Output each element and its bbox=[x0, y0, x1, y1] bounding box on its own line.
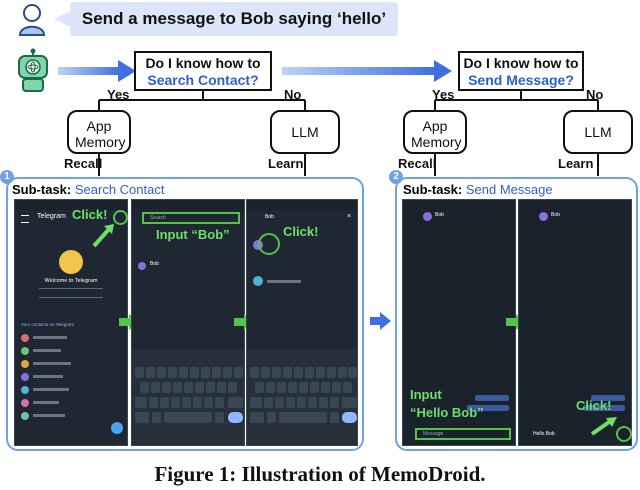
phone-screen-search-results: Bob × bbox=[246, 199, 358, 446]
decision-question: Do I know how to bbox=[463, 55, 579, 71]
subtask-panel-send-message bbox=[395, 177, 638, 451]
contact-name: Bob bbox=[150, 261, 159, 267]
chat-avatar bbox=[423, 212, 432, 221]
app-memory-node-2: App Memory bbox=[403, 110, 467, 154]
search-input[interactable]: Search bbox=[142, 212, 240, 224]
decision-question: Do I know how to bbox=[145, 55, 261, 71]
message-input-field[interactable]: Message bbox=[415, 428, 511, 440]
click-annotation-3: Click! bbox=[576, 398, 612, 413]
phone-screen-chat-draft: Bob Hello Bob bbox=[518, 199, 632, 446]
app-memory-node-1: App Memory bbox=[67, 110, 131, 154]
subtask-prefix: Sub-task: bbox=[403, 182, 463, 197]
contact-avatar bbox=[138, 262, 146, 270]
chat-name: Bob bbox=[551, 212, 560, 218]
llm-node-2: LLM bbox=[563, 110, 633, 154]
subtask-prefix: Sub-task: bbox=[12, 182, 72, 197]
status-bar bbox=[519, 200, 631, 210]
chat-name: Bob bbox=[435, 212, 444, 218]
status-bar bbox=[132, 200, 244, 210]
panel-transition-arrow bbox=[370, 312, 391, 330]
subtask-panel-search-contact bbox=[6, 177, 364, 451]
click-annotation-2: Click! bbox=[283, 224, 319, 239]
llm-label: LLM bbox=[291, 124, 319, 140]
menu-icon[interactable] bbox=[21, 215, 29, 223]
message-bubble bbox=[583, 405, 625, 411]
llm-node-1: LLM bbox=[270, 110, 340, 154]
app-memory-label: App Memory bbox=[75, 118, 126, 150]
prompt-text: Send a message to Bob saying ‘hello’ bbox=[81, 9, 387, 28]
llm-label: LLM bbox=[584, 124, 612, 140]
contacts-list bbox=[19, 332, 89, 432]
click-arrow-3 bbox=[590, 417, 617, 436]
welcome-text: Welcome to Telegram bbox=[44, 278, 98, 284]
click-arrow-1 bbox=[92, 224, 114, 248]
input-hello-annotation: Input “Hello Bob” bbox=[410, 386, 484, 422]
search-hint: Search bbox=[150, 215, 166, 221]
status-bar bbox=[403, 200, 515, 210]
decision-box-send-message: Do I know how to Send Message? bbox=[458, 51, 584, 91]
search-query: Bob bbox=[265, 214, 274, 220]
welcome-subtext bbox=[39, 288, 103, 298]
subtask-name: Search Contact bbox=[74, 182, 165, 197]
status-bar bbox=[15, 200, 127, 210]
phone-screen-search: Search Bob bbox=[131, 199, 245, 446]
close-icon[interactable]: × bbox=[347, 213, 352, 220]
arrow-to-decision-1 bbox=[58, 60, 136, 82]
phone-screen-telegram-home: Telegram Welcome to Telegram Your contac… bbox=[14, 199, 128, 446]
prompt-bubble: Send a message to Bob saying ‘hello’ bbox=[54, 2, 398, 36]
chat-avatar bbox=[539, 212, 548, 221]
subtask-title-1: Sub-task: Search Contact bbox=[12, 182, 164, 197]
message-bubble bbox=[591, 395, 625, 401]
subtask-number-badge-1: 1 bbox=[0, 170, 14, 184]
subtask-name: Send Message bbox=[465, 182, 553, 197]
input-bob-annotation: Input “Bob” bbox=[156, 227, 230, 242]
decision-box-search-contact: Do I know how to Search Contact? bbox=[134, 51, 272, 91]
bob-result-highlight[interactable] bbox=[258, 233, 280, 255]
click-annotation-1: Click! bbox=[72, 207, 108, 222]
arrow-to-decision-2 bbox=[282, 60, 452, 82]
subtask-number-badge-2: 2 bbox=[389, 170, 403, 184]
decision-subject: Search Contact? bbox=[147, 72, 259, 88]
edge-recall-2: Recall bbox=[398, 156, 437, 171]
decision-tree-lines bbox=[98, 91, 599, 176]
input-hello-line2: “Hello Bob” bbox=[410, 405, 484, 420]
message-bubble bbox=[467, 405, 509, 411]
subtask-title-2: Sub-task: Send Message bbox=[403, 182, 553, 197]
edge-learn-2: Learn bbox=[558, 156, 594, 171]
search-icon-highlight[interactable] bbox=[113, 210, 128, 225]
edge-learn-1: Learn bbox=[268, 156, 304, 171]
branch-yes-2: Yes bbox=[432, 87, 455, 102]
branch-yes-1: Yes bbox=[107, 87, 130, 102]
branch-no-2: No bbox=[586, 87, 604, 102]
message-hint: Message bbox=[423, 431, 444, 437]
branch-no-1: No bbox=[284, 87, 302, 102]
bubble-tail bbox=[54, 10, 72, 28]
compose-fab[interactable] bbox=[111, 422, 123, 434]
result-line bbox=[267, 280, 301, 283]
phone-screen-chat-empty: Bob Message bbox=[402, 199, 516, 446]
result-avatar-group bbox=[253, 276, 263, 286]
message-bubble bbox=[475, 395, 509, 401]
edge-recall-1: Recall bbox=[64, 156, 103, 171]
draft-text[interactable]: Hello Bob bbox=[533, 431, 555, 437]
input-hello-line1: Input bbox=[410, 387, 442, 402]
robot-agent-icon bbox=[14, 48, 52, 92]
send-button-highlight[interactable] bbox=[616, 426, 632, 442]
figure-caption: Figure 1: Illustration of MemoDroid. bbox=[154, 462, 486, 486]
user-avatar-icon bbox=[16, 2, 48, 36]
app-memory-label: App Memory bbox=[411, 118, 462, 150]
keyboard[interactable] bbox=[247, 349, 357, 445]
contacts-label: Your contacts on Telegram bbox=[21, 322, 75, 327]
status-bar bbox=[247, 200, 357, 210]
keyboard[interactable] bbox=[132, 349, 244, 445]
telegram-title: Telegram bbox=[37, 213, 66, 220]
welcome-chick-icon bbox=[59, 250, 83, 274]
decision-subject: Send Message? bbox=[468, 72, 574, 88]
